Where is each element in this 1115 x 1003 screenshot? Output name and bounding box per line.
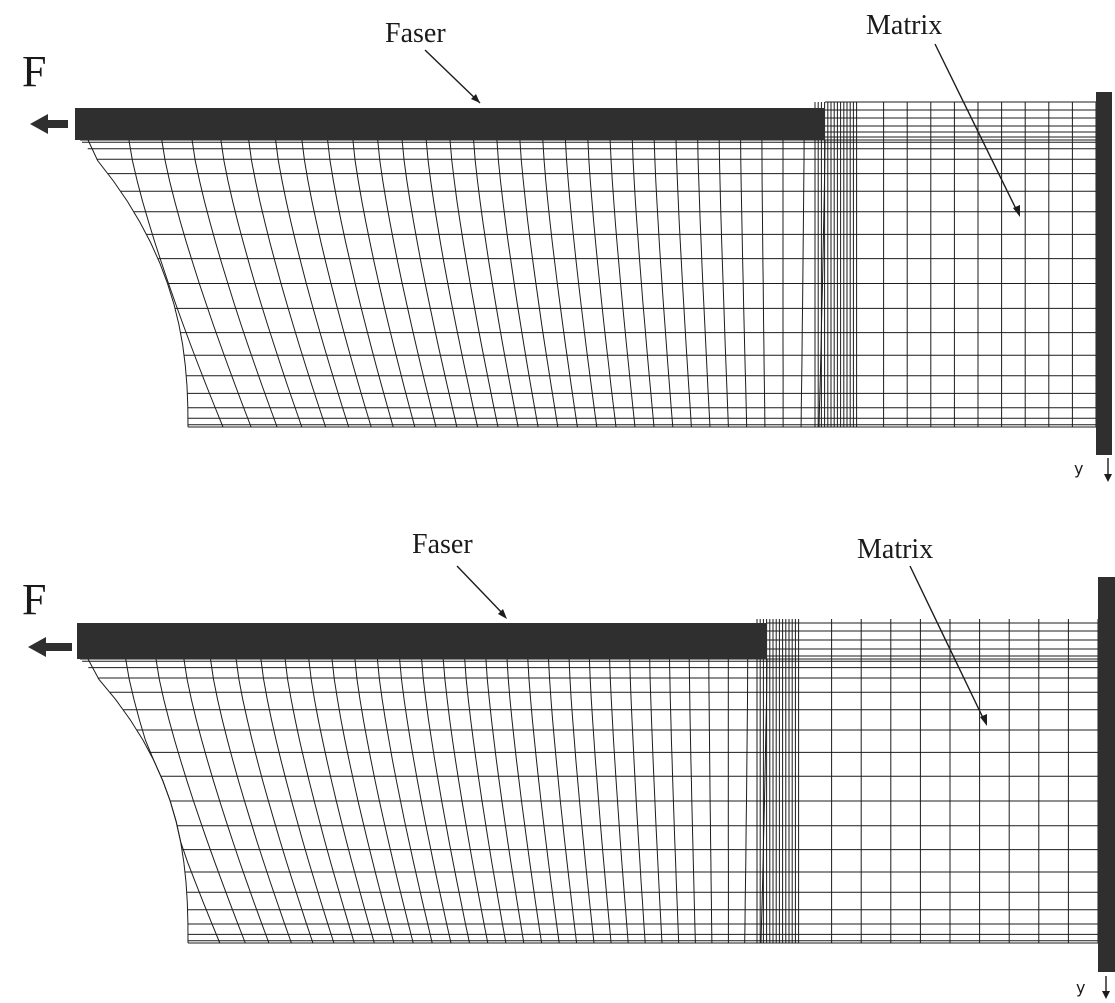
matrix-mesh: [80, 619, 1099, 944]
y-axis-arrow: [1104, 458, 1112, 482]
matrix-mesh: [80, 101, 1097, 428]
mesh-line: [564, 139, 598, 428]
mesh-line: [260, 658, 335, 944]
mesh-line: [609, 658, 629, 944]
fiber-bar: [75, 108, 825, 140]
fiber-bar: [77, 623, 767, 659]
mesh-line: [473, 139, 519, 428]
mesh-line: [161, 139, 252, 428]
fixed-wall: [1096, 92, 1112, 455]
fiber-pointer-arrow: [456, 565, 507, 619]
mesh-line: [629, 658, 646, 944]
mesh-line: [588, 658, 612, 944]
mesh-line: [675, 139, 692, 428]
mesh-line: [800, 139, 805, 428]
force-label: F: [22, 575, 46, 624]
fixed-wall: [1098, 577, 1115, 972]
mesh-line: [542, 139, 578, 428]
matrix-label: Matrix: [857, 534, 933, 565]
mesh-line: [248, 139, 327, 428]
mesh-line: [485, 658, 525, 944]
mesh-line: [761, 139, 766, 428]
mesh-line: [496, 139, 539, 428]
mesh-line: [609, 139, 636, 428]
mesh-line: [308, 658, 375, 944]
mesh-line: [331, 658, 395, 944]
mesh-line: [669, 658, 680, 944]
mesh-line: [377, 139, 437, 428]
mesh-line: [708, 658, 713, 944]
mesh-line: [191, 139, 278, 428]
force-arrow: [28, 637, 72, 657]
fiber-label: Faser: [385, 18, 446, 49]
mesh-line: [183, 658, 270, 944]
mesh-line: [354, 658, 414, 944]
panel-top: F Faser Matrix y: [22, 10, 1112, 482]
mesh-line: [631, 139, 655, 428]
mesh-line: [568, 658, 595, 944]
matrix-pointer-arrow: [934, 43, 1020, 217]
mesh-line: [275, 139, 350, 428]
mesh-line: [744, 658, 749, 944]
mesh-line: [235, 658, 314, 944]
mesh-line: [155, 658, 246, 944]
matrix-pointer-arrow: [909, 565, 987, 726]
mesh-line: [649, 658, 663, 944]
mesh-line: [220, 139, 303, 428]
mesh-line: [210, 658, 292, 944]
mesh-line: [425, 139, 479, 428]
mesh-line: [128, 139, 224, 428]
mesh-line: [449, 139, 499, 428]
fiber-pointer-arrow: [424, 49, 481, 104]
fiber-label: Faser: [412, 529, 473, 560]
mesh-line: [697, 139, 711, 428]
mesh-line: [301, 139, 372, 428]
mesh-line: [653, 139, 674, 428]
mesh-line: [442, 658, 489, 944]
mesh-line: [527, 658, 560, 944]
panel-bottom: F Faser Matrix y: [22, 529, 1115, 999]
mesh-line: [125, 658, 221, 944]
mesh-line: [421, 658, 470, 944]
y-axis-arrow: [1102, 976, 1110, 999]
matrix-label: Matrix: [866, 10, 942, 41]
mesh-line: [399, 658, 452, 944]
mesh-line: [587, 139, 617, 428]
mesh-line: [376, 658, 433, 944]
force-label: F: [22, 47, 46, 96]
mesh-line: [464, 658, 507, 944]
mesh-line: [688, 658, 696, 944]
mesh-line: [548, 658, 578, 944]
mesh-line: [740, 139, 748, 428]
mesh-line: [327, 139, 394, 428]
force-arrow: [30, 114, 68, 134]
mesh-line: [718, 139, 729, 428]
y-axis-label: y: [1076, 978, 1085, 997]
mesh-line: [401, 139, 458, 428]
mesh-line: [87, 139, 189, 428]
y-axis-label: y: [1074, 459, 1083, 478]
mesh-line: [506, 658, 543, 944]
mesh-line: [352, 139, 416, 428]
mesh-line: [284, 658, 355, 944]
mesh-line: [519, 139, 559, 428]
